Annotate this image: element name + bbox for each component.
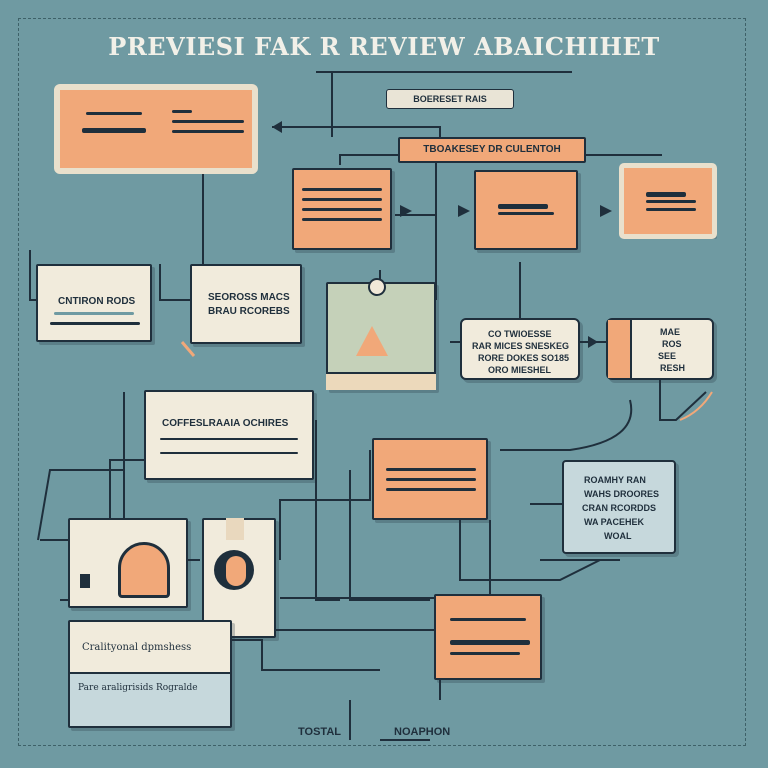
tag-icon <box>226 518 244 540</box>
clip-icon <box>368 278 386 296</box>
card-line <box>450 618 526 621</box>
card-text-line: RAR MICES SNESKEG <box>472 341 570 351</box>
card-line <box>646 192 686 197</box>
top-left-card <box>54 84 258 174</box>
card-line <box>498 212 554 215</box>
card-label: CNTIRON RODS <box>58 296 136 307</box>
center-text-card: CO TWIOESSE RAR MICES SNESKEG RORE DOKES… <box>460 318 580 380</box>
card-text-line: CO TWIOESSE <box>488 329 552 339</box>
right-small-card: MAE ROS SEE RESH <box>606 318 714 380</box>
card-text-line: WOAL <box>604 531 632 541</box>
card-stripe <box>608 320 632 378</box>
card-text-line: SEE <box>658 351 677 361</box>
card-line <box>302 198 382 201</box>
document-card-2 <box>474 170 578 250</box>
clipboard-card <box>326 278 436 390</box>
card-line <box>302 188 382 191</box>
dashed-frame <box>18 18 746 746</box>
card-text-line: WAHS DROORES <box>584 489 660 499</box>
profile-card <box>202 518 276 638</box>
card-line <box>646 208 696 211</box>
card-line <box>302 208 382 211</box>
avatar-face <box>226 556 246 586</box>
card-text-line: Pare araligrisids Rogralde <box>78 683 198 693</box>
portrait-image <box>118 542 170 598</box>
card-line <box>86 112 142 115</box>
card-text-line: Cralityonal dpmshess <box>82 642 192 653</box>
card-label: COFFESLRAAIA OCHIRES <box>162 418 289 429</box>
card-line <box>450 652 520 655</box>
bottom-text-card: Cralityonal dpmshess Pare araligrisids R… <box>68 620 232 728</box>
footer-left-label: TOSTAL <box>298 726 341 738</box>
card-line <box>172 120 244 123</box>
card-text-line: RESH <box>660 363 686 373</box>
card-line <box>450 640 530 645</box>
card-line <box>82 128 146 133</box>
card-line <box>302 218 382 221</box>
card-line <box>646 200 696 203</box>
card-line <box>386 468 476 471</box>
card-text-line: WA PACEHEK <box>584 517 645 527</box>
card-line <box>50 322 140 325</box>
card-line <box>54 312 134 315</box>
card-line <box>172 110 192 113</box>
card-text-line: CRAN RCORDDS <box>582 503 656 513</box>
chart-spike-icon <box>356 326 388 356</box>
header-tab: TBOAKESEY DR CULENTOH <box>398 137 586 163</box>
card-line <box>498 204 548 209</box>
left-info-card: CNTIRON RODS <box>36 264 152 342</box>
wide-text-card: COFFESLRAAIA OCHIRES <box>144 390 314 480</box>
card-line <box>172 130 244 133</box>
card-line <box>160 452 298 454</box>
card-text-line: ORO MIESHEL <box>488 365 552 375</box>
page-title: PREVIESI FAK R REVIEW ABAICHIHET <box>108 32 660 61</box>
document-card-1 <box>292 168 392 250</box>
bookmark-icon <box>80 574 90 588</box>
document-card-3 <box>619 163 717 239</box>
card-text-line: BRAU RCOREBS <box>208 306 290 317</box>
card-text-line: RORE DOKES SO185 <box>478 353 570 363</box>
photo-card <box>68 518 188 608</box>
mid-info-card: SEOROSS MACS BRAU RCOREBS <box>190 264 302 344</box>
card-line <box>160 438 298 440</box>
bottom-orange-card <box>434 594 542 680</box>
card-text-line: MAE <box>660 327 680 337</box>
center-orange-card <box>372 438 488 520</box>
card-line <box>386 488 476 491</box>
card-header <box>70 622 230 674</box>
card-text-line: ROS <box>662 339 682 349</box>
footer-right-label: NOAPHON <box>394 726 451 738</box>
card-text-line: ROAMHY RAN <box>584 475 646 485</box>
label-pill: BOERESET RAIS <box>386 89 514 109</box>
card-text-line: SEOROSS MACS <box>208 292 290 303</box>
pale-blue-card: ROAMHY RAN WAHS DROORES CRAN RCORDDS WA … <box>562 460 676 554</box>
card-base <box>326 372 436 390</box>
card-line <box>386 478 476 481</box>
